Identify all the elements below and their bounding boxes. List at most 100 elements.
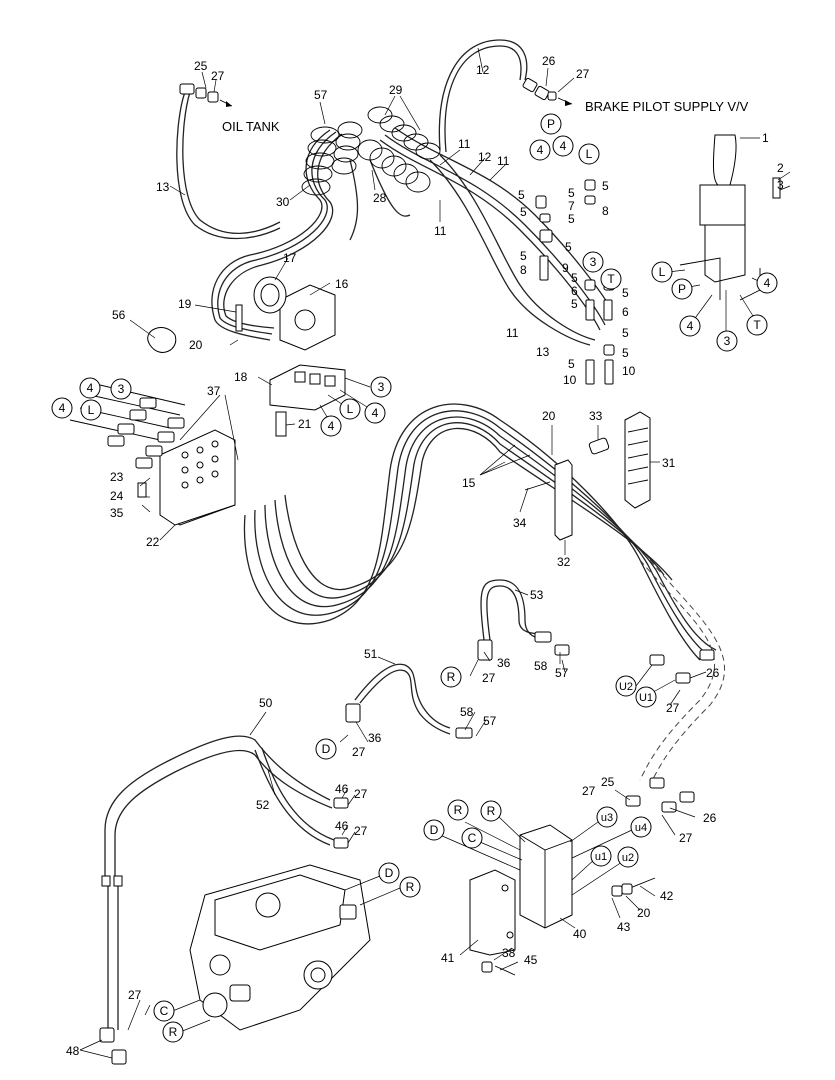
callout-5: 5 <box>520 249 527 263</box>
tag-2-man: 4 <box>364 402 386 424</box>
callout-17: 17 <box>283 251 297 265</box>
callout-38: 38 <box>502 946 516 960</box>
callout-58: 58 <box>460 705 474 719</box>
callout-12: 12 <box>478 150 492 164</box>
callout-5: 5 <box>568 357 575 371</box>
callout-5: 5 <box>622 326 629 340</box>
callout-28: 28 <box>373 191 387 205</box>
svg-text:u1: u1 <box>595 851 607 863</box>
manifold-18 <box>269 364 346 437</box>
tag-L-valve: R <box>399 876 421 898</box>
callout-20: 20 <box>542 409 556 423</box>
callout-13: 13 <box>536 345 550 359</box>
callout-12: 12 <box>476 63 490 77</box>
tag-R-block: R <box>447 799 469 821</box>
svg-text:3: 3 <box>118 382 125 396</box>
callout-10: 10 <box>563 373 577 387</box>
manifold-block-40 <box>469 824 656 976</box>
fittings-26-27 <box>625 649 715 813</box>
svg-text:4: 4 <box>328 419 335 433</box>
svg-text:U1: U1 <box>639 692 653 704</box>
callout-8: 8 <box>602 204 609 218</box>
tag-L-mid: R <box>440 666 462 688</box>
tag-T-js: T <box>746 314 768 336</box>
callout-40: 40 <box>573 927 587 941</box>
tag-2-top: 4 <box>529 139 551 161</box>
tag-U2: U2 <box>615 675 637 697</box>
svg-text:L: L <box>586 147 593 161</box>
callout-20: 20 <box>637 906 651 920</box>
callout-5: 5 <box>568 212 575 226</box>
tag-2-js: 4 <box>679 315 701 337</box>
svg-text:R: R <box>447 670 456 684</box>
svg-text:T: T <box>607 272 615 286</box>
svg-text:3: 3 <box>724 334 731 348</box>
svg-text:L: L <box>88 403 95 417</box>
callout-25: 25 <box>194 59 208 73</box>
tag-1-plate: 3 <box>110 378 132 400</box>
callout-56: 56 <box>112 308 126 322</box>
callout-27: 27 <box>354 824 368 838</box>
callout-11: 11 <box>497 154 510 168</box>
tag-3-plate: L <box>80 399 102 421</box>
brake-supply-note: BRAKE PILOT SUPPLY V/V <box>585 99 749 114</box>
tag-u1: u1 <box>590 845 612 867</box>
callout-52: 52 <box>256 798 270 812</box>
callout-5: 5 <box>518 188 525 202</box>
callout-1: 1 <box>762 131 769 145</box>
svg-text:D: D <box>385 866 394 880</box>
bulkhead-bracket-16 <box>147 276 336 353</box>
svg-text:4: 4 <box>764 276 771 290</box>
svg-text:C: C <box>160 1004 169 1018</box>
callout-34: 34 <box>513 516 527 530</box>
callout-5: 5 <box>565 240 572 254</box>
callout-27: 27 <box>582 784 596 798</box>
svg-text:4: 4 <box>560 139 567 153</box>
tag-C-valve: C <box>153 1000 175 1022</box>
callout-36: 36 <box>368 731 382 745</box>
svg-text:R: R <box>487 804 496 818</box>
hose-bundle-top <box>211 106 613 346</box>
callout-5: 5 <box>622 346 629 360</box>
callout-5: 5 <box>571 271 578 285</box>
callout-43: 43 <box>617 920 631 934</box>
svg-text:P: P <box>547 117 555 131</box>
callout-25: 25 <box>601 775 615 789</box>
callout-11: 11 <box>506 326 519 340</box>
callout-22: 22 <box>146 535 160 549</box>
callout-27: 27 <box>666 701 680 715</box>
callout-16: 16 <box>335 277 349 291</box>
callout-5: 5 <box>622 286 629 300</box>
callout-57: 57 <box>483 714 497 728</box>
svg-text:P: P <box>678 282 686 296</box>
oil-tank-note: OIL TANK <box>222 119 280 134</box>
callout-48: 48 <box>66 1044 80 1058</box>
tag-4-js: 4 <box>756 272 778 294</box>
callout-23: 23 <box>110 470 124 484</box>
tag-1-mid: 3 <box>582 251 604 273</box>
callout-32: 32 <box>557 555 571 569</box>
callout-21: 21 <box>298 417 312 431</box>
callout-6: 6 <box>571 284 578 298</box>
callout-20: 20 <box>189 338 203 352</box>
callout-46: 46 <box>335 819 349 833</box>
svg-text:C: C <box>468 831 477 845</box>
tag-1-man: 3 <box>370 376 392 398</box>
tag-3-man: L <box>339 398 361 420</box>
svg-text:T: T <box>753 318 761 332</box>
svg-text:3: 3 <box>590 255 597 269</box>
callout-46: 46 <box>335 782 349 796</box>
tag-3-top: L <box>578 143 600 165</box>
callout-9: 9 <box>562 261 569 275</box>
callout-24: 24 <box>110 489 124 503</box>
tag-D-block: D <box>423 819 445 841</box>
tag-L-block: R <box>480 800 502 822</box>
callout-42: 42 <box>660 889 674 903</box>
callout-2: 2 <box>777 161 784 175</box>
callout-6: 6 <box>622 305 629 319</box>
port-tags: P 4 4 L 3 T L P 4 4 T 3 3 L 4 4 4 3 4 L … <box>51 113 778 1043</box>
callout-27: 27 <box>482 671 496 685</box>
svg-text:R: R <box>454 803 463 817</box>
tag-P-top: P <box>540 113 562 135</box>
